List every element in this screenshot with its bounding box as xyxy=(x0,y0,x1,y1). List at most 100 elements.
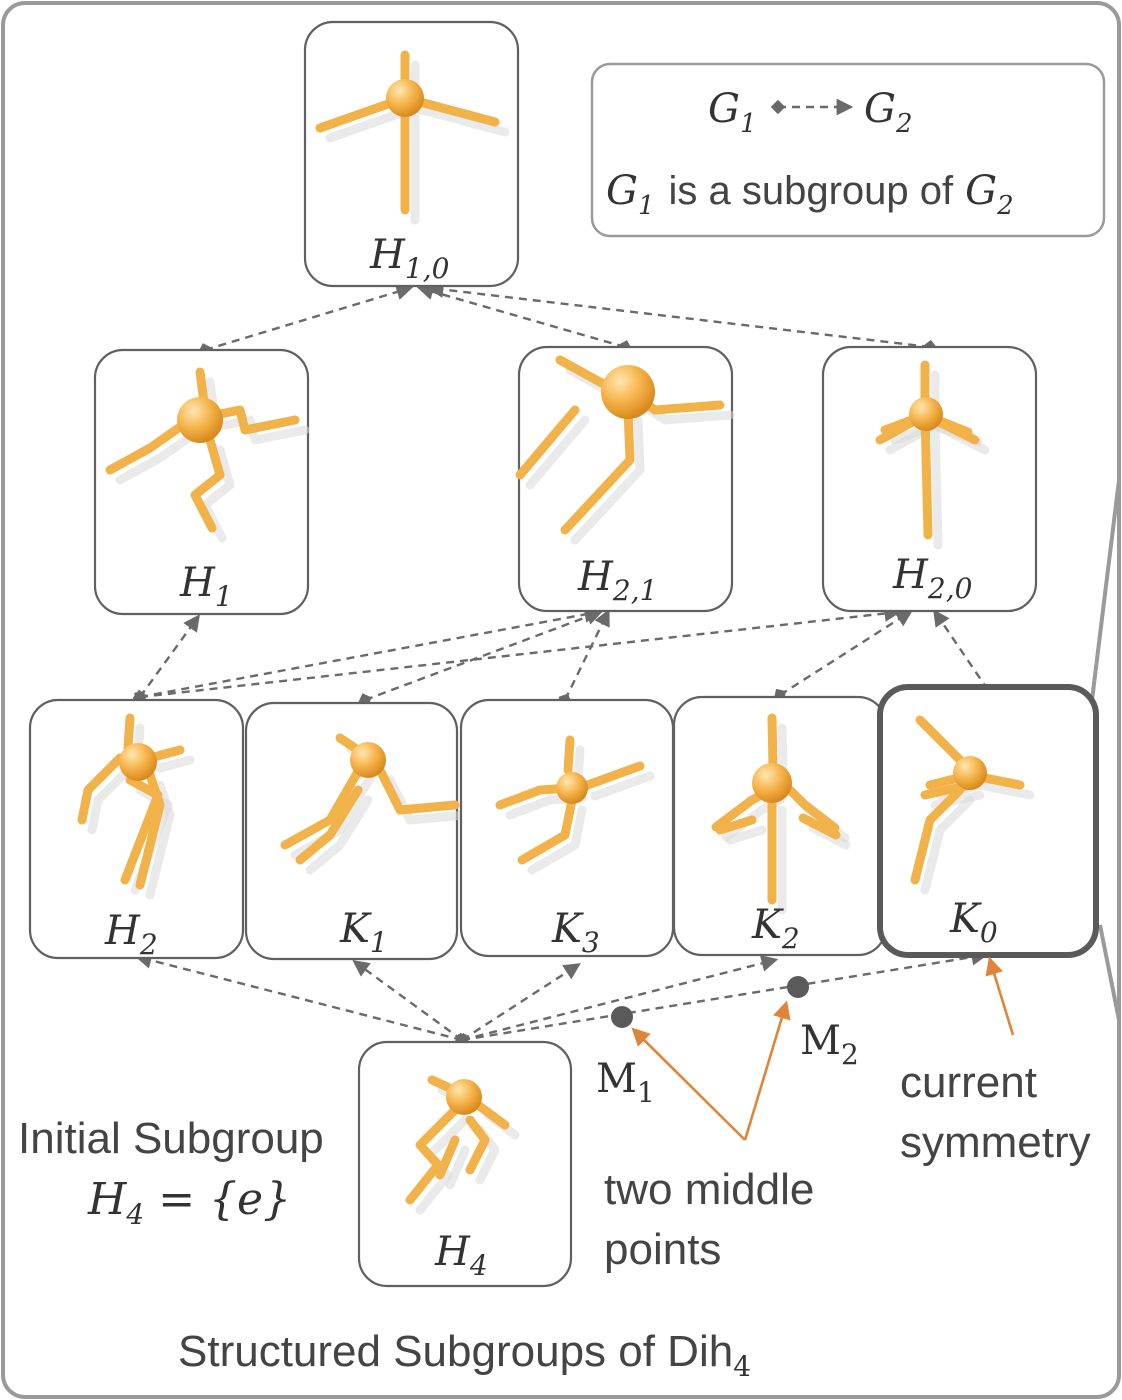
two-middle-label-1: two middle xyxy=(604,1165,814,1214)
pointer-to-m2 xyxy=(743,1000,791,1141)
node-k3: K3 xyxy=(459,698,675,959)
initial-math-rest: = {e} xyxy=(144,1174,291,1225)
caption-text: Structured Subgroups of Dih xyxy=(178,1327,733,1376)
node-k1: K1 xyxy=(244,701,470,961)
initial-math: H xyxy=(87,1174,128,1225)
limb-shadow xyxy=(920,795,975,895)
limb-shadow xyxy=(525,415,590,490)
node-h4: H4 xyxy=(357,1040,573,1288)
robot-leg xyxy=(798,813,841,840)
node-label-h20: H2,0 xyxy=(892,552,972,605)
subgroup-edge xyxy=(558,608,610,707)
m2-label-sub: 2 xyxy=(841,1038,859,1071)
robot-body xyxy=(446,1079,482,1115)
robot-leg xyxy=(515,405,580,480)
m1-label-sub: 1 xyxy=(637,1076,655,1109)
robot-body xyxy=(601,365,655,419)
robot-leg xyxy=(560,405,635,535)
robot-body xyxy=(350,742,386,778)
node-label-k3: K3 xyxy=(551,906,600,959)
legend-arrow-from: G xyxy=(708,86,740,132)
robot-leg xyxy=(465,1115,490,1175)
m2-label: M xyxy=(800,1018,841,1064)
legend-text-suffix: G xyxy=(965,168,997,214)
middle-point-m1 xyxy=(611,1006,633,1028)
robot-leg xyxy=(295,785,363,865)
robot-body xyxy=(386,79,424,117)
svg-text:H4 = {e}: H4 = {e} xyxy=(87,1174,291,1231)
limb-shadow xyxy=(445,1145,470,1190)
legend-text-middle: is a subgroup of xyxy=(669,169,955,213)
svg-text:G1: G1 xyxy=(708,86,757,139)
limb-shadow xyxy=(155,755,195,773)
node-box-h1 xyxy=(93,348,310,616)
subgroup-edge xyxy=(933,609,994,696)
caption-sub: 4 xyxy=(733,1350,751,1383)
limb-shadow xyxy=(725,825,767,845)
two-middle-label-2: points xyxy=(604,1225,721,1274)
robot-body xyxy=(556,772,588,804)
node-h21: H2,1 xyxy=(515,345,735,613)
pointer-to-m1 xyxy=(631,1027,746,1141)
node-h1: H1 xyxy=(93,348,310,616)
node-label-k0: K0 xyxy=(949,896,998,949)
robot-leg xyxy=(190,435,225,533)
subgroup-edge xyxy=(773,610,913,702)
subgroup-edge xyxy=(198,283,414,357)
robot-leg xyxy=(405,1105,460,1205)
node-h10: H1,0 xyxy=(303,20,520,288)
node-h2: H2 xyxy=(28,698,245,961)
robot-leg xyxy=(910,785,965,885)
limb-shadow xyxy=(930,420,943,550)
initial-subgroup-label: Initial Subgroup xyxy=(18,1114,324,1163)
robot-leg xyxy=(77,753,125,825)
robot-leg xyxy=(785,785,840,833)
node-k2: K2 xyxy=(672,695,888,957)
robot-leg xyxy=(920,410,933,540)
legend-arrow-from-sub: 1 xyxy=(740,109,757,139)
legend-text-prefix-sub: 1 xyxy=(638,191,655,221)
limb-shadow xyxy=(410,103,510,137)
robot-leg xyxy=(767,713,778,770)
node-label-k1: K1 xyxy=(339,906,388,959)
limb-shadow xyxy=(145,780,175,900)
svg-text:M1: M1 xyxy=(596,1056,655,1109)
initial-math-sub: 4 xyxy=(125,1198,144,1231)
svg-text:M2: M2 xyxy=(800,1018,859,1071)
robot-leg xyxy=(123,713,135,753)
robot-body xyxy=(177,397,223,443)
pointer-to-current xyxy=(985,956,1015,1036)
robot-leg xyxy=(715,815,757,835)
limb-shadow xyxy=(527,805,587,875)
m1-label: M xyxy=(596,1056,637,1102)
diagram-caption: Structured Subgroups of Dih4 xyxy=(178,1327,751,1383)
node-box-h4 xyxy=(357,1040,573,1288)
robot-leg xyxy=(563,735,575,775)
limb-shadow xyxy=(590,771,655,801)
robot-leg xyxy=(580,761,645,791)
robot-body xyxy=(119,743,157,781)
svg-text:G2: G2 xyxy=(864,86,913,139)
robot-body xyxy=(953,756,987,790)
limb-shadow xyxy=(115,425,205,485)
robot-leg xyxy=(435,1135,460,1180)
node-label-h10: H1,0 xyxy=(369,232,449,285)
legend-text-prefix: G xyxy=(606,168,638,214)
legend-box xyxy=(590,62,1106,238)
robot-leg xyxy=(375,765,460,815)
robot-leg xyxy=(105,415,195,475)
middle-point-m2 xyxy=(787,976,809,998)
node-label-h4: H4 xyxy=(434,1229,488,1282)
current-label-1: current xyxy=(900,1058,1037,1107)
robot-body xyxy=(909,397,943,431)
legend-text-suffix-sub: 2 xyxy=(996,191,1014,221)
frame-zoom-line-lower xyxy=(1098,924,1121,1021)
current-label-2: symmetry xyxy=(900,1118,1091,1167)
subgroup-edges xyxy=(132,281,994,1048)
robot-body xyxy=(752,763,792,803)
node-label-k2: K2 xyxy=(751,902,800,955)
node-k0: K0 xyxy=(877,684,1099,958)
